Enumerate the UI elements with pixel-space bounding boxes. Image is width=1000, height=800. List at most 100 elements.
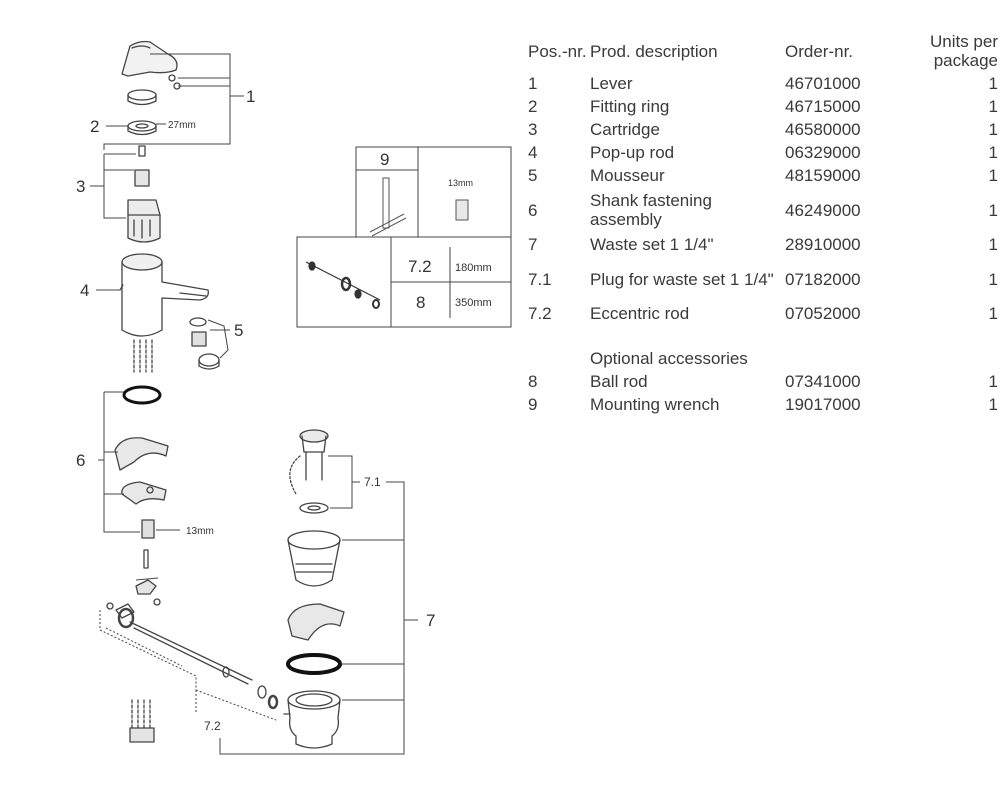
cell-desc: Shank fastening assembly	[590, 191, 712, 229]
cell-pos: 4	[528, 143, 538, 162]
cell-order: 46701000	[785, 74, 861, 93]
header-pos: Pos.-nr.	[528, 41, 587, 61]
exploded-view-drawing: 1 2 3 4 5 6 7 7.1 7.2 27mm 13mm 9 13mm	[76, 40, 512, 755]
cell-units: 1	[988, 395, 998, 414]
cell-order: 07182000	[785, 269, 861, 289]
cartridge-part	[127, 199, 161, 243]
parts-table-header: Pos.-nr. Prod. description Order-nr. Uni…	[528, 32, 998, 72]
cell-units: 1	[988, 372, 998, 391]
tool-box-pos: 9	[380, 150, 389, 169]
cell-units: 1	[988, 200, 998, 220]
cell-pos: 9	[528, 395, 538, 414]
waste-body-upper	[287, 530, 341, 587]
cell-order: 19017000	[785, 395, 861, 414]
fitting-ring-part	[127, 120, 157, 132]
cell-units: 1	[988, 235, 998, 254]
parts-rows: 1 Lever 46701000 1 2 Fitting ring 46715000 1 3 Ca…	[528, 72, 998, 325]
parts-table: Pos.-nr. Prod. description Order-nr. Uni…	[528, 32, 998, 416]
optional-heading-row: Optional accessories	[528, 347, 998, 370]
header-desc: Prod. description	[590, 41, 718, 61]
waste-washer-half	[287, 603, 345, 641]
mounting-wrench-drawing	[382, 177, 390, 229]
table-row: 4 Pop-up rod 06329000 1	[528, 141, 998, 164]
cell-pos: 6	[528, 200, 538, 220]
connection-hoses	[131, 699, 151, 731]
cell-pos: 7.2	[528, 304, 552, 323]
fitting-ring-upper	[127, 89, 157, 101]
cell-desc: Fitting ring	[590, 97, 670, 116]
callout-7-1: 7.1	[364, 475, 381, 489]
mousseur-washer	[189, 317, 207, 327]
cell-order: 28910000	[785, 235, 861, 254]
tool-nut-drawing	[455, 199, 469, 221]
optional-heading: Optional accessories	[590, 349, 748, 368]
mousseur-part	[191, 331, 207, 347]
shank-nut-part	[141, 519, 155, 539]
callout-3: 3	[76, 177, 85, 196]
cell-pos: 3	[528, 120, 538, 139]
waste-plug-part	[289, 429, 329, 495]
pivot-nut-part	[117, 607, 135, 629]
cell-pos: 5	[528, 166, 538, 185]
dim-shank-nut: 13mm	[186, 526, 214, 537]
dim-fitting-ring: 27mm	[168, 120, 196, 131]
cell-desc: Plug for waste set 1 1/4"	[590, 269, 774, 289]
table-row: 9 Mounting wrench 19017000 1	[528, 393, 998, 416]
cell-pos: 7	[528, 235, 538, 254]
callout-6: 6	[76, 451, 85, 470]
cell-desc: Waste set 1 1/4"	[590, 235, 714, 254]
cell-pos: 1	[528, 74, 538, 93]
cell-units: 1	[988, 97, 998, 116]
cell-order: 07341000	[785, 372, 861, 391]
cell-desc: Ball rod	[590, 372, 648, 391]
lever-part	[121, 40, 181, 90]
callout-7: 7	[426, 611, 435, 630]
table-row: 3 Cartridge 46580000 1	[528, 118, 998, 141]
callout-7-2: 7.2	[204, 719, 221, 733]
table-row: 2 Fitting ring 46715000 1	[528, 95, 998, 118]
cell-pos: 7.1	[528, 269, 552, 289]
cell-desc: Eccentric rod	[590, 304, 690, 323]
cell-units: 1	[988, 304, 998, 323]
tool-box: 9 13mm	[355, 146, 512, 238]
rod-row-2-length: 350mm	[455, 297, 492, 309]
callout-1: 1	[246, 87, 255, 106]
cell-desc: Mounting wrench	[590, 395, 720, 414]
callout-5: 5	[234, 321, 243, 340]
table-row: 7.1 Plug for waste set 1 1/4" 07182000 1	[528, 256, 998, 302]
cell-desc: Pop-up rod	[590, 143, 675, 162]
cell-order: 06329000	[785, 143, 861, 162]
header-units: Units per package	[929, 32, 998, 70]
tap-body-part	[119, 253, 209, 337]
cell-units: 1	[988, 269, 998, 289]
dim-tool-nut: 13mm	[448, 178, 473, 188]
rod-row-2-pos: 8	[416, 293, 425, 312]
cell-desc: Lever	[590, 74, 633, 93]
cell-pos: 2	[528, 97, 538, 116]
rod-row-1-length: 180mm	[455, 262, 492, 274]
rod-box: 7.2 180mm 8 350mm	[296, 236, 512, 328]
table-row: 7.2 Eccentric rod 07052000 1	[528, 302, 998, 325]
callout-2: 2	[90, 117, 99, 136]
cell-order: 46580000	[785, 120, 861, 139]
half-washer-part	[114, 437, 169, 471]
table-row: 6 Shank fastening assembly 46249000 1	[528, 187, 998, 233]
waste-body-lower	[283, 690, 341, 749]
cell-order: 46249000	[785, 200, 861, 220]
cell-units: 1	[988, 143, 998, 162]
waste-gasket	[286, 653, 342, 675]
table-row: 7 Waste set 1 1/4" 28910000 1	[528, 233, 998, 256]
cell-desc: Mousseur	[590, 166, 665, 185]
cell-order: 07052000	[785, 304, 861, 323]
cell-units: 1	[988, 74, 998, 93]
table-row: 1 Lever 46701000 1	[528, 72, 998, 95]
cell-units: 1	[988, 120, 998, 139]
rod-row-1-pos: 7.2	[408, 257, 432, 276]
cell-order: 46715000	[785, 97, 861, 116]
cell-units: 1	[988, 166, 998, 185]
eccentric-rod-part	[129, 621, 253, 681]
cell-desc: Cartridge	[590, 120, 660, 139]
